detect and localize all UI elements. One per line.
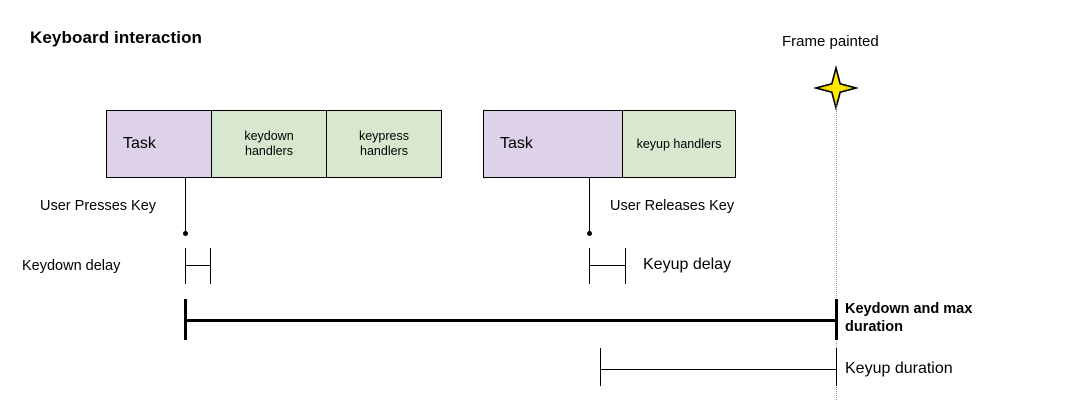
keydown-delay-start-tick [185,248,186,284]
task-block-keydown: Task [107,111,212,177]
keydown-delay-label: Keydown delay [22,258,121,274]
task-label: Task [123,134,156,152]
keydown-handlers-label: keydown handlers [244,129,293,159]
keyup-duration-span [600,369,836,370]
keyup-delay-label: Keyup delay [643,256,732,273]
keyup-duration-end-tick [836,348,837,386]
keydown-duration-end-tick [835,299,838,340]
frame-painted-label: Frame painted [782,33,879,50]
keyup-delay-start-tick [589,248,590,284]
page-title: Keyboard interaction [30,28,203,47]
keyup-handlers-block: keyup handlers [622,111,735,177]
keyup-duration-start-tick [600,348,601,386]
keydown-handlers-line1: keydown [244,129,294,144]
keydown-duration-line1: Keydown and max [845,301,973,317]
keypress-handlers-line1: keypress [358,129,410,144]
keydown-event-label: User Presses Key [40,198,157,214]
keydown-task-track: Task keydown handlers keypress handlers [106,110,442,178]
keydown-handlers-block: keydown handlers [212,111,327,177]
keypress-handlers-label: keypress handlers [359,129,409,159]
keypress-handlers-line2: handlers [360,144,408,158]
keydown-event-leader [185,178,186,235]
keyup-event-leader [589,178,590,235]
keyup-duration-label: Keyup duration [845,360,953,377]
frame-painted-guideline [836,100,837,400]
keydown-duration-line2: duration [845,318,903,335]
keypress-handlers-block: keypress handlers [327,111,441,177]
keyup-event-dot [587,231,592,236]
keydown-and-max-duration-label: Keydown and max duration [845,301,1025,336]
keyup-event-label: User Releases Key [610,198,735,214]
keyup-delay-span [589,265,625,266]
keyup-task-track: Task keyup handlers [483,110,736,178]
keydown-event-dot [183,231,188,236]
keydown-handlers-line2: handlers [245,144,293,158]
keyup-delay-end-tick [625,248,626,284]
keydown-delay-end-tick [210,248,211,284]
task-block-keyup: Task [484,111,623,177]
task-label: Task [500,134,533,152]
keydown-duration-span [184,319,836,322]
keydown-delay-span [185,265,210,266]
keyup-handlers-label: keyup handlers [636,136,722,151]
